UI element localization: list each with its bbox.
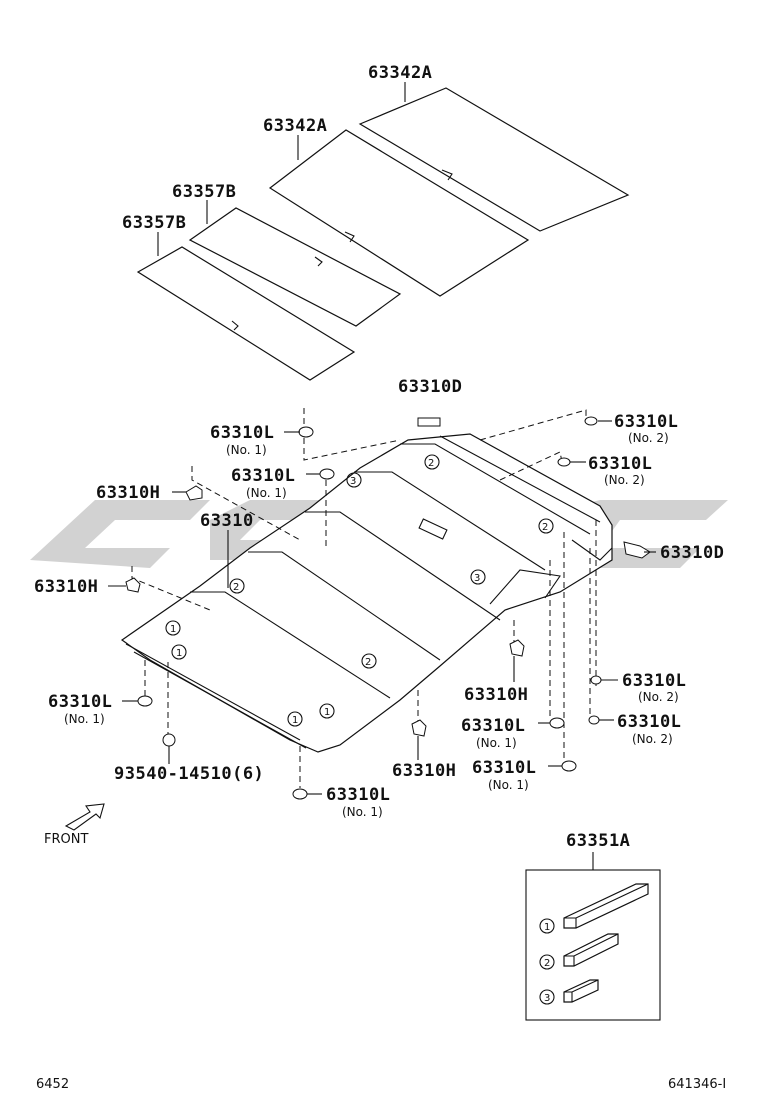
callout-3: 3 (350, 476, 356, 487)
label-63357B-lower: 63357B (122, 213, 186, 233)
footer-right-code: 641346-I (668, 1077, 726, 1092)
silencer-63357B-upper (188, 207, 402, 327)
callout-3: 3 (474, 573, 480, 584)
pad-callout-3: 3 (544, 993, 550, 1004)
clip-63310L-bottom (292, 788, 308, 800)
clip-63310L-tr1 (584, 416, 598, 426)
clip-63310L-tl2 (319, 468, 335, 480)
silencer-63342A-lower (268, 129, 530, 297)
callout-1: 1 (170, 624, 176, 635)
note-tr1: (No. 2) (628, 431, 669, 445)
label-63310L-tr2: 63310L (588, 454, 652, 474)
note-tr2: (No. 2) (604, 473, 645, 487)
holder-63310D-right (623, 541, 651, 559)
label-63310L-bottom: 63310L (326, 785, 390, 805)
label-63310L-r1: 63310L (622, 671, 686, 691)
callout-2: 2 (428, 458, 434, 469)
clip-63310L-r2 (588, 715, 600, 725)
label-63310L-tl2: 63310L (231, 466, 295, 486)
note-bottom: (No. 1) (342, 805, 383, 819)
label-63310H-bottom: 63310H (392, 761, 456, 781)
label-63310: 63310 (200, 511, 254, 531)
label-63342A-upper: 63342A (368, 63, 432, 83)
pad-callout-2: 2 (544, 958, 550, 969)
silencer-63357B-lower (136, 246, 356, 381)
callout-2: 2 (542, 522, 548, 533)
note-r2: (No. 2) (632, 732, 673, 746)
holder-63310D-top (417, 417, 441, 427)
label-63310D-top: 63310D (398, 377, 462, 397)
callout-1: 1 (176, 648, 182, 659)
label-63310L-tr1: 63310L (614, 412, 678, 432)
clip-63310L-mid2 (561, 760, 577, 772)
front-direction-arrow: FRONT (44, 803, 105, 847)
clip-63310L-tl1 (298, 426, 314, 438)
note-tl2: (No. 1) (246, 486, 287, 500)
label-screw: 93540-14510(6) (114, 764, 264, 784)
callout-1: 1 (324, 707, 330, 718)
clip-63310H-mid (509, 639, 525, 657)
label-63357B-upper: 63357B (172, 182, 236, 202)
callout-2: 2 (365, 657, 371, 668)
label-63342A-lower: 63342A (263, 116, 327, 136)
clip-63310L-tr2 (557, 457, 571, 467)
label-63310L-left: 63310L (48, 692, 112, 712)
clip-63310L-r1 (590, 675, 602, 685)
clip-63310H-l1 (185, 485, 203, 501)
silencer-63342A-upper (358, 87, 630, 232)
callout-1: 1 (292, 715, 298, 726)
label-63310H-l1: 63310H (96, 483, 160, 503)
fastener-guides (131, 408, 597, 788)
roof-headliner (120, 433, 613, 753)
label-63310D-right: 63310D (660, 543, 724, 563)
clip-63310H-bottom (411, 719, 427, 737)
pad-callout-1: 1 (544, 922, 550, 933)
note-left: (No. 1) (64, 712, 105, 726)
front-label: FRONT (44, 832, 88, 847)
label-63310H-mid: 63310H (464, 685, 528, 705)
clip-63310L-left (137, 695, 153, 707)
label-63310L-r2: 63310L (617, 712, 681, 732)
callout-2: 2 (233, 582, 239, 593)
footer-left-code: 6452 (36, 1077, 69, 1092)
pad-set-inset: 63351A 1 2 3 (525, 831, 661, 1021)
note-tl1: (No. 1) (226, 443, 267, 457)
screw-icon (162, 733, 176, 747)
clip-63310H-l2 (125, 577, 141, 593)
label-63310L-mid2: 63310L (472, 758, 536, 778)
label-63310H-l2: 63310H (34, 577, 98, 597)
note-mid1: (No. 1) (476, 736, 517, 750)
clip-63310L-mid1 (549, 717, 565, 729)
note-mid2: (No. 1) (488, 778, 529, 792)
note-r1: (No. 2) (638, 690, 679, 704)
label-63351A: 63351A (566, 831, 630, 851)
label-63310L-mid1: 63310L (461, 716, 525, 736)
label-63310L-tl1: 63310L (210, 423, 274, 443)
